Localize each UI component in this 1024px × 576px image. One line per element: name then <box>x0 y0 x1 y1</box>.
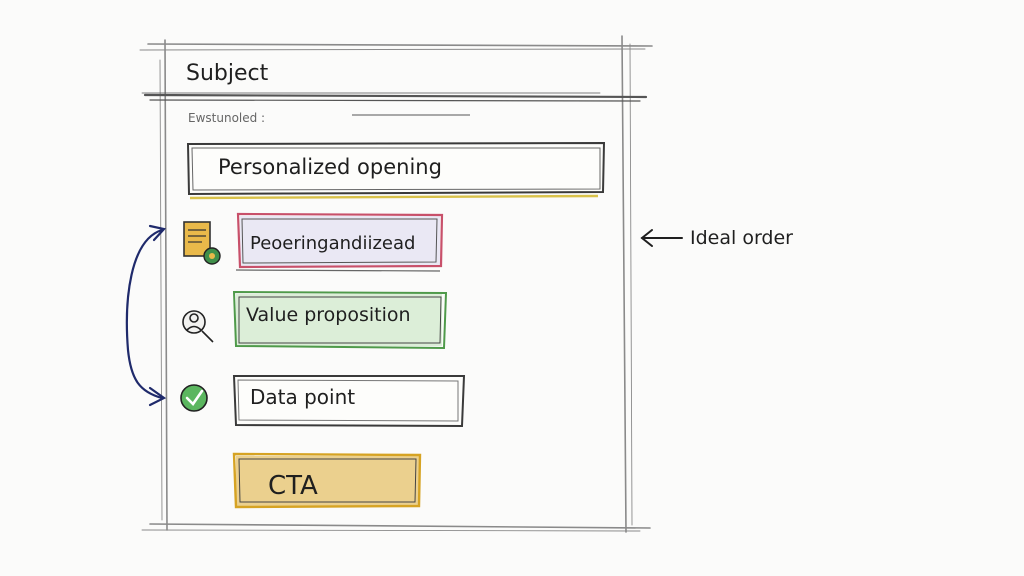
ideal-order-arrow <box>640 229 683 247</box>
value-box <box>232 290 448 350</box>
outer-frame <box>139 35 653 533</box>
opening-label: Personalized opening <box>218 155 442 179</box>
subject-underline <box>141 92 648 102</box>
ideal-order-label: Ideal order <box>690 227 793 249</box>
value-label: Value proposition <box>246 304 411 326</box>
order-double-arrow <box>125 224 167 407</box>
personalized-box <box>235 212 444 272</box>
cta-label: CTA <box>268 471 318 501</box>
document-badge-icon <box>183 221 221 265</box>
subject-sublabel: Ewstunoled : <box>188 111 265 125</box>
subject-label: Subject <box>186 61 269 86</box>
personalized-label: Peoeringandiizead <box>250 233 415 254</box>
checkmark-circle-icon <box>180 384 208 412</box>
datapoint-box <box>232 375 466 428</box>
cta-box <box>232 452 422 509</box>
opening-box <box>186 141 606 200</box>
datapoint-label: Data point <box>250 385 355 409</box>
magnifier-person-icon <box>182 310 214 343</box>
